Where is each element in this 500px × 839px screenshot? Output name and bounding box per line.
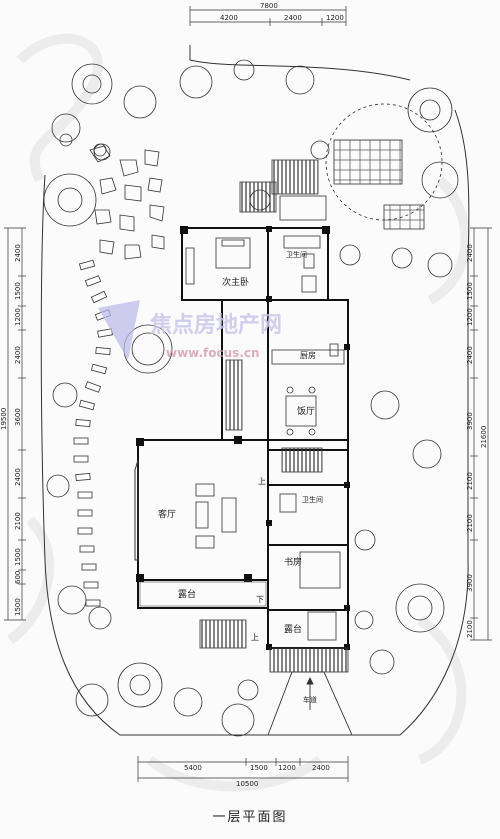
top-garden-features — [239, 103, 443, 230]
room-label-kitchen: 厨房 — [300, 350, 316, 360]
terrace-left-hatch — [139, 581, 267, 607]
dim-left-b: 1500 — [14, 282, 22, 300]
room-label-study: 书房 — [284, 556, 302, 568]
dim-right-f: 2100 — [466, 472, 474, 490]
dim-top-b: 2400 — [284, 14, 302, 22]
room-label-dining: 饭厅 — [297, 405, 315, 417]
dim-right-a: 2400 — [466, 244, 474, 262]
dim-left-total: 19500 — [0, 408, 8, 430]
dim-right-h: 3900 — [466, 574, 474, 592]
building-walls — [137, 227, 349, 649]
dimension-lines — [4, 6, 492, 782]
watermark-url-text: www.focus.cn — [166, 346, 260, 360]
dim-left-a: 2400 — [14, 244, 22, 262]
room-label-bath-mid: 卫生间 — [302, 495, 323, 504]
wall-piers — [136, 226, 350, 650]
dim-left-i: 600 — [14, 571, 22, 584]
room-label-second-master: 次主卧 — [222, 276, 249, 288]
room-label-bath-top: 卫生间 — [286, 250, 307, 259]
dim-left-c: 1200 — [14, 308, 22, 326]
dim-right-g: 2100 — [466, 514, 474, 532]
label-stair-down-1: 下 — [256, 595, 264, 604]
watermark-logo-icon — [98, 300, 140, 360]
watermark-main-text: 焦点房地产网 — [149, 312, 282, 338]
dim-right-c: 1200 — [466, 308, 474, 326]
room-label-living: 客厅 — [158, 508, 176, 520]
label-stair-up-1: 上 — [258, 477, 266, 486]
dim-bottom-d: 2400 — [312, 764, 330, 772]
garden-vegetation — [43, 59, 459, 737]
dim-bottom-total: 10500 — [236, 780, 258, 788]
room-label-terrace-left: 露台 — [178, 588, 196, 600]
dim-left-d: 2400 — [14, 346, 22, 364]
garden-boundary — [40, 45, 470, 736]
dim-right-i: 2100 — [466, 620, 474, 638]
dim-left-f: 2400 — [14, 468, 22, 486]
bay-window — [134, 459, 139, 561]
dim-top-total: 7800 — [260, 2, 278, 10]
plan-title: 一层平面图 — [212, 810, 288, 825]
room-label-terrace-right: 露台 — [284, 623, 302, 635]
furniture — [185, 235, 345, 641]
label-stair-up-2: 上 — [251, 633, 259, 642]
dim-left-j: 1500 — [14, 598, 22, 616]
dim-right-total: 21600 — [480, 426, 488, 448]
dim-bottom-b: 1500 — [250, 764, 268, 772]
label-driveway: 车道 — [303, 695, 317, 704]
watermark: 焦点房地产网 www.focus.cn — [98, 300, 282, 360]
dim-left-e: 3600 — [14, 408, 22, 426]
driveway — [267, 671, 353, 736]
stepping-path — [73, 259, 113, 607]
dim-left-h: 1500 — [14, 548, 22, 566]
dim-bottom-c: 1200 — [278, 764, 296, 772]
dim-right-e: 3900 — [466, 412, 474, 430]
dim-top-a: 4200 — [220, 14, 238, 22]
dim-right-b: 1500 — [466, 282, 474, 300]
background-swirls — [7, 33, 471, 792]
stone-paving — [89, 145, 165, 260]
dim-right-d: 2400 — [466, 346, 474, 364]
dim-top-c: 1200 — [326, 14, 344, 22]
dim-bottom-a: 5400 — [184, 764, 202, 772]
dimension-ticks — [18, 275, 478, 619]
dim-left-g: 2100 — [14, 512, 22, 530]
